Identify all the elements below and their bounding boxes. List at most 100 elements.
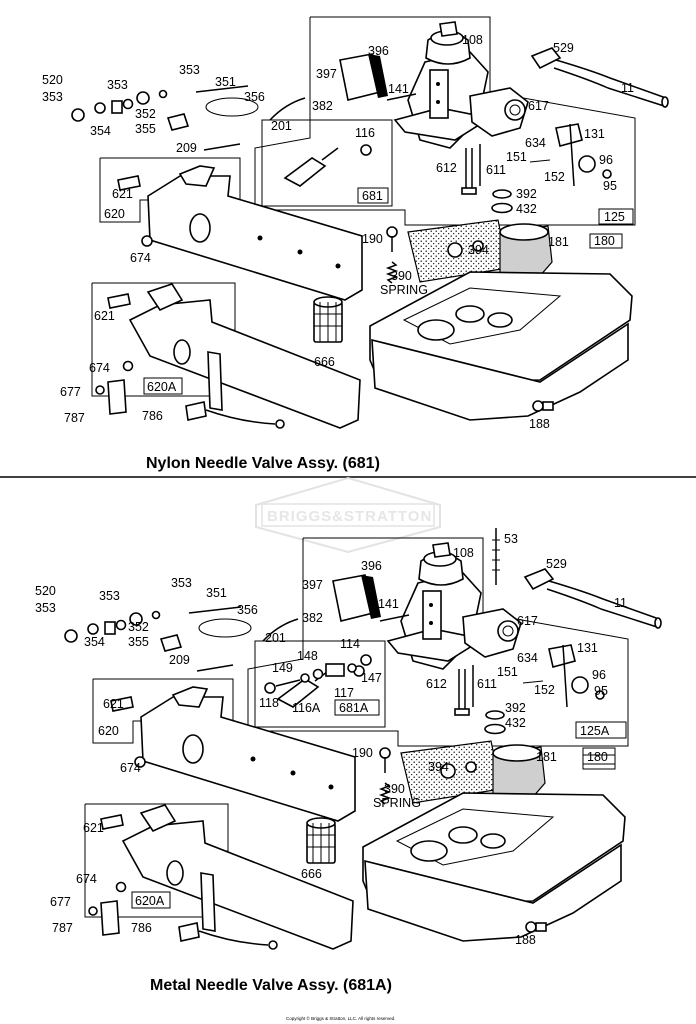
- lower-label-spring: SPRING: [373, 796, 421, 810]
- lower-label-611: 611: [477, 677, 497, 691]
- upper-label-352: 352: [135, 107, 156, 121]
- lower-label-620: 620: [98, 724, 119, 738]
- lower-label-786: 786: [131, 921, 152, 935]
- upper-label-351: 351: [215, 75, 236, 89]
- lower-label-114: 114: [340, 637, 360, 651]
- upper-label-353: 353: [179, 63, 200, 77]
- lower-label-390: 390: [384, 782, 405, 796]
- upper-label-612: 612: [436, 161, 457, 175]
- upper-label-356: 356: [244, 90, 265, 104]
- upper-label-108: 108: [462, 33, 483, 47]
- upper-parts-drawing: [71, 16, 669, 429]
- upper-label-125: 125: [604, 210, 625, 224]
- upper-label-390: 390: [391, 269, 412, 283]
- upper-label-666: 666: [314, 355, 335, 369]
- lower-label-677: 677: [50, 895, 71, 909]
- upper-label-396: 396: [368, 44, 389, 58]
- lower-label-392: 392: [505, 701, 526, 715]
- upper-label-96: 96: [599, 153, 613, 167]
- upper-label-677: 677: [60, 385, 81, 399]
- watermark-logo: BRIGGS&STRATTON: [255, 476, 441, 554]
- upper-label-353: 353: [107, 78, 128, 92]
- upper-label-621: 621: [94, 309, 115, 323]
- lower-label-520: 520: [35, 584, 56, 598]
- lower-title: Metal Needle Valve Assy. (681A): [150, 977, 392, 994]
- upper-label-188: 188: [529, 417, 550, 431]
- upper-label-141: 141: [388, 82, 409, 96]
- lower-label-188: 188: [515, 933, 536, 947]
- lower-part-681a-assembly: [264, 654, 372, 694]
- lower-label-529: 529: [546, 557, 567, 571]
- copyright-notice: Copyright © Briggs & Stratton, LLC. All …: [286, 1015, 395, 1021]
- lower-label-674: 674: [76, 872, 97, 886]
- upper-label-786: 786: [142, 409, 163, 423]
- lower-label-353: 353: [171, 576, 192, 590]
- lower-label-674: 674: [120, 761, 141, 775]
- lower-label-181: 181: [536, 750, 557, 764]
- upper-label-392: 392: [516, 187, 537, 201]
- upper-label-397: 397: [316, 67, 337, 81]
- upper-label-674: 674: [130, 251, 151, 265]
- lower-label-125a: 125A: [580, 724, 610, 738]
- upper-label-181: 181: [548, 235, 569, 249]
- upper-box-620a: [143, 377, 183, 395]
- lower-label-634: 634: [517, 651, 538, 665]
- lower-label-11: 11: [614, 596, 627, 610]
- upper-label-620: 620: [104, 207, 125, 221]
- lower-label-351: 351: [206, 586, 227, 600]
- upper-label-spring: SPRING: [380, 283, 428, 297]
- upper-label-787: 787: [64, 411, 85, 425]
- lower-label-131: 131: [577, 641, 598, 655]
- upper-label-209: 209: [176, 141, 197, 155]
- lower-parts-drawing: [64, 537, 662, 950]
- lower-part-53: [492, 528, 500, 585]
- lower-label-151: 151: [497, 665, 518, 679]
- lower-label-201: 201: [265, 631, 286, 645]
- lower-label-152: 152: [534, 683, 555, 697]
- lower-exploded-view: 520 353 354 353 352 355 353 351 356 209 …: [35, 528, 662, 994]
- upper-label-617: 617: [528, 99, 549, 113]
- upper-label-432: 432: [516, 202, 537, 216]
- lower-label-787: 787: [52, 921, 73, 935]
- upper-label-95: 95: [603, 179, 617, 193]
- lower-label-116a: 116A: [292, 701, 321, 715]
- lower-label-149: 149: [272, 661, 293, 675]
- upper-label-152: 152: [544, 170, 565, 184]
- lower-label-432: 432: [505, 716, 526, 730]
- lower-box-620a: [131, 891, 171, 909]
- upper-box-681: [357, 187, 389, 204]
- lower-label-354: 354: [84, 635, 105, 649]
- upper-label-354: 354: [90, 124, 111, 138]
- lower-label-53: 53: [504, 532, 518, 546]
- upper-label-394: 394: [468, 243, 489, 257]
- lower-label-394: 394: [428, 760, 449, 774]
- lower-label-96: 96: [592, 668, 606, 682]
- lower-label-209: 209: [169, 653, 190, 667]
- upper-label-674: 674: [89, 361, 110, 375]
- upper-label-611: 611: [486, 163, 506, 177]
- lower-label-148: 148: [297, 649, 318, 663]
- upper-label-355: 355: [135, 122, 156, 136]
- lower-label-352: 352: [128, 620, 149, 634]
- upper-label-11: 11: [621, 81, 634, 95]
- lower-label-617: 617: [517, 614, 538, 628]
- upper-exploded-view: 520 353 354 353 352 355 353 351 356 209 …: [42, 16, 669, 472]
- upper-label-620a: 620A: [147, 380, 177, 394]
- lower-label-108: 108: [453, 546, 474, 560]
- lower-label-396: 396: [361, 559, 382, 573]
- upper-label-634: 634: [525, 136, 546, 150]
- lower-label-141: 141: [378, 597, 399, 611]
- upper-label-131: 131: [584, 127, 605, 141]
- lower-label-356: 356: [237, 603, 258, 617]
- upper-title: Nylon Needle Valve Assy. (681): [146, 455, 380, 472]
- lower-label-95: 95: [594, 684, 608, 698]
- lower-label-180: 180: [587, 750, 608, 764]
- upper-label-529: 529: [553, 41, 574, 55]
- upper-label-151: 151: [506, 150, 527, 164]
- lower-label-666: 666: [301, 867, 322, 881]
- upper-label-353: 353: [42, 90, 63, 104]
- lower-box-125a: [575, 721, 627, 739]
- lower-label-612: 612: [426, 677, 447, 691]
- upper-label-520: 520: [42, 73, 63, 87]
